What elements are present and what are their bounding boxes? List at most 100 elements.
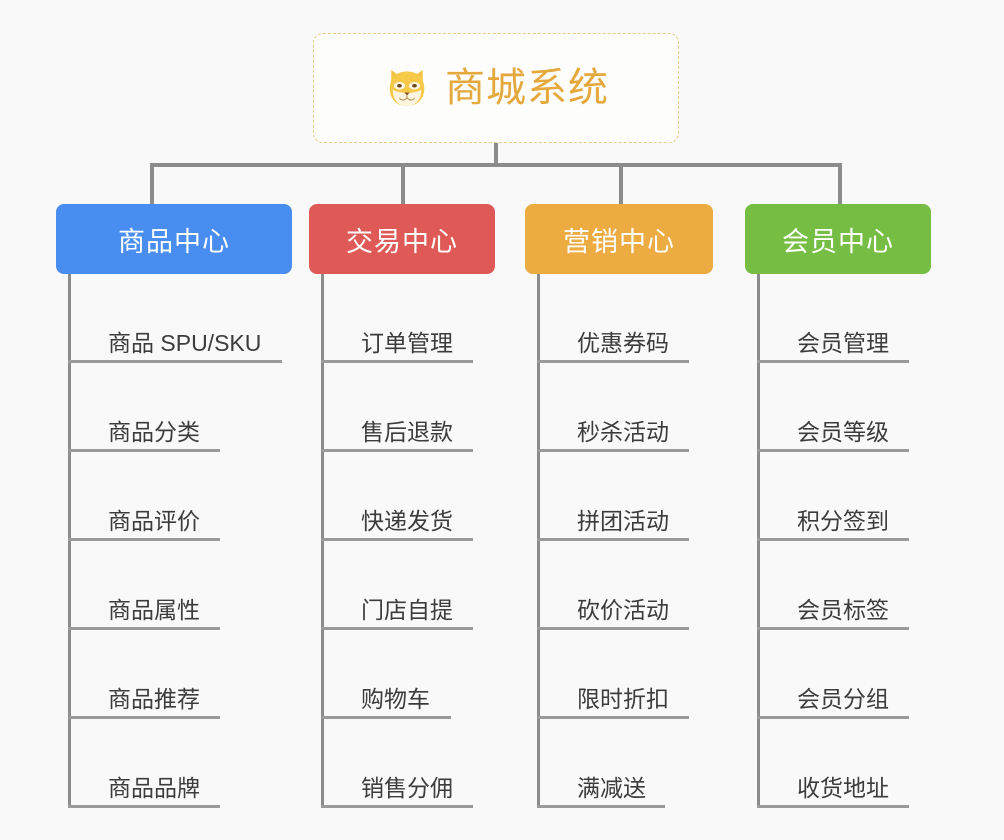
leaf-underline xyxy=(68,627,220,630)
connector-drop-4 xyxy=(838,163,842,205)
leaf-item[interactable]: 限时折扣 xyxy=(537,630,713,719)
leaf-label: 订单管理 xyxy=(361,329,453,356)
leaf-item[interactable]: 拼团活动 xyxy=(537,452,713,541)
leaf-underline xyxy=(537,538,689,541)
branch-column-3: 营销中心 优惠券码 秒杀活动 拼团活动 砍价活动 限时折扣 xyxy=(525,204,713,808)
leaf-item[interactable]: 优惠券码 xyxy=(537,274,713,363)
category-label: 营销中心 xyxy=(563,226,675,257)
leaf-label: 商品推荐 xyxy=(108,685,200,712)
branch-column-1: 商品中心 商品 SPU/SKU 商品分类 商品评价 商品属性 商品推荐 xyxy=(56,204,292,808)
leaf-label: 秒杀活动 xyxy=(577,418,669,445)
leaf-label: 砍价活动 xyxy=(577,596,669,623)
leaf-underline xyxy=(68,805,220,808)
leaf-label: 商品评价 xyxy=(108,507,200,534)
leaf-underline xyxy=(321,538,473,541)
leaf-underline xyxy=(537,627,689,630)
leaf-label: 满减送 xyxy=(577,774,646,801)
category-header-1[interactable]: 商品中心 xyxy=(56,204,292,274)
category-label: 交易中心 xyxy=(346,226,458,257)
category-header-3[interactable]: 营销中心 xyxy=(525,204,713,274)
connector-drop-2 xyxy=(401,163,405,205)
leaf-item[interactable]: 订单管理 xyxy=(321,274,495,363)
connector-drop-3 xyxy=(619,163,623,205)
leaf-label: 商品品牌 xyxy=(108,774,200,801)
leaf-label: 门店自提 xyxy=(361,596,453,623)
leaf-label: 优惠券码 xyxy=(577,329,669,356)
leaf-item[interactable]: 砍价活动 xyxy=(537,541,713,630)
leaf-spine xyxy=(321,274,324,808)
leaf-item[interactable]: 会员标签 xyxy=(757,541,931,630)
leaf-label: 商品分类 xyxy=(108,418,200,445)
leaf-item[interactable]: 满减送 xyxy=(537,719,713,808)
leaf-underline xyxy=(321,449,473,452)
category-label: 商品中心 xyxy=(118,226,230,257)
leaf-list-3: 优惠券码 秒杀活动 拼团活动 砍价活动 限时折扣 满减送 xyxy=(537,274,713,808)
leaf-underline xyxy=(757,449,909,452)
branch-column-2: 交易中心 订单管理 售后退款 快递发货 门店自提 购物车 xyxy=(309,204,495,808)
leaf-item[interactable]: 门店自提 xyxy=(321,541,495,630)
leaf-underline xyxy=(537,360,689,363)
leaf-item[interactable]: 收货地址 xyxy=(757,719,931,808)
leaf-item[interactable]: 积分签到 xyxy=(757,452,931,541)
leaf-underline xyxy=(757,627,909,630)
root-title: 商城系统 xyxy=(445,66,609,110)
leaf-label: 收货地址 xyxy=(797,774,889,801)
leaf-underline xyxy=(321,360,473,363)
category-header-2[interactable]: 交易中心 xyxy=(309,204,495,274)
leaf-list-2: 订单管理 售后退款 快递发货 门店自提 购物车 销售分佣 xyxy=(321,274,495,808)
category-label: 会员中心 xyxy=(782,226,894,257)
leaf-underline xyxy=(68,360,282,363)
leaf-underline xyxy=(537,805,665,808)
leaf-list-4: 会员管理 会员等级 积分签到 会员标签 会员分组 收货地址 xyxy=(757,274,931,808)
leaf-item[interactable]: 销售分佣 xyxy=(321,719,495,808)
leaf-item[interactable]: 快递发货 xyxy=(321,452,495,541)
leaf-underline xyxy=(321,805,473,808)
branch-column-4: 会员中心 会员管理 会员等级 积分签到 会员标签 会员分组 xyxy=(745,204,931,808)
leaf-label: 积分签到 xyxy=(797,507,889,534)
leaf-underline xyxy=(757,716,909,719)
category-header-4[interactable]: 会员中心 xyxy=(745,204,931,274)
leaf-underline xyxy=(757,360,909,363)
leaf-item[interactable]: 售后退款 xyxy=(321,363,495,452)
leaf-label: 拼团活动 xyxy=(577,507,669,534)
leaf-underline xyxy=(537,449,689,452)
connector-drop-1 xyxy=(150,163,154,205)
leaf-item[interactable]: 商品品牌 xyxy=(68,719,292,808)
leaf-underline xyxy=(68,716,220,719)
leaf-label: 销售分佣 xyxy=(361,774,453,801)
leaf-spine xyxy=(537,274,540,808)
leaf-item[interactable]: 商品 SPU/SKU xyxy=(68,274,292,363)
leaf-item[interactable]: 会员等级 xyxy=(757,363,931,452)
leaf-label: 商品属性 xyxy=(108,596,200,623)
root-node[interactable]: 商城系统 xyxy=(313,33,679,143)
leaf-underline xyxy=(537,716,689,719)
leaf-item[interactable]: 商品推荐 xyxy=(68,630,292,719)
leaf-underline xyxy=(68,538,220,541)
leaf-list-1: 商品 SPU/SKU 商品分类 商品评价 商品属性 商品推荐 商品品牌 xyxy=(68,274,292,808)
leaf-spine xyxy=(757,274,760,808)
leaf-item[interactable]: 商品评价 xyxy=(68,452,292,541)
leaf-underline xyxy=(321,716,451,719)
connector-bus xyxy=(150,163,842,167)
leaf-underline xyxy=(321,627,473,630)
leaf-item[interactable]: 会员管理 xyxy=(757,274,931,363)
leaf-label: 限时折扣 xyxy=(577,685,669,712)
leaf-underline xyxy=(757,805,909,808)
leaf-label: 会员分组 xyxy=(797,685,889,712)
leaf-spine xyxy=(68,274,71,808)
leaf-label: 会员管理 xyxy=(797,329,889,356)
leaf-label: 商品 SPU/SKU xyxy=(108,329,262,356)
leaf-item[interactable]: 秒杀活动 xyxy=(537,363,713,452)
leaf-item[interactable]: 购物车 xyxy=(321,630,495,719)
shiba-dog-face-icon xyxy=(389,70,425,106)
leaf-item[interactable]: 商品分类 xyxy=(68,363,292,452)
connector-root-stem xyxy=(494,143,498,166)
leaf-underline xyxy=(757,538,909,541)
leaf-underline xyxy=(68,449,220,452)
leaf-label: 售后退款 xyxy=(361,418,453,445)
leaf-label: 会员标签 xyxy=(797,596,889,623)
leaf-label: 购物车 xyxy=(361,685,430,712)
leaf-item[interactable]: 会员分组 xyxy=(757,630,931,719)
leaf-item[interactable]: 商品属性 xyxy=(68,541,292,630)
